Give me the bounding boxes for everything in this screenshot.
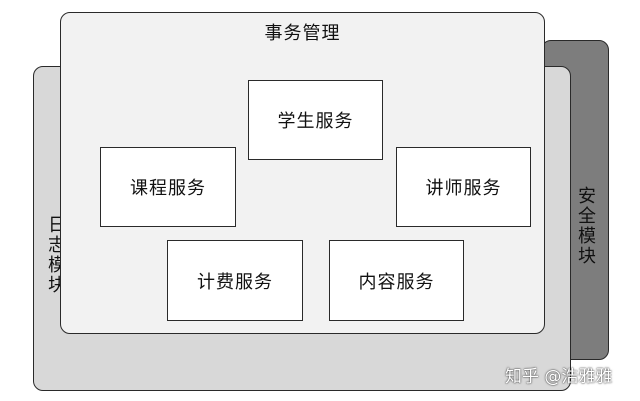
billing-service-box: 计费服务 bbox=[167, 240, 303, 321]
security-module-label: 安全模块 bbox=[575, 186, 596, 266]
affairs-management-title: 事务管理 bbox=[264, 23, 341, 44]
content-service-box: 内容服务 bbox=[329, 240, 464, 321]
watermark-text: 知乎 @浩雅雅 bbox=[505, 367, 613, 387]
course-service-box: 课程服务 bbox=[100, 147, 236, 227]
student-service-box: 学生服务 bbox=[248, 80, 383, 160]
lecturer-service-box: 讲师服务 bbox=[396, 147, 531, 227]
